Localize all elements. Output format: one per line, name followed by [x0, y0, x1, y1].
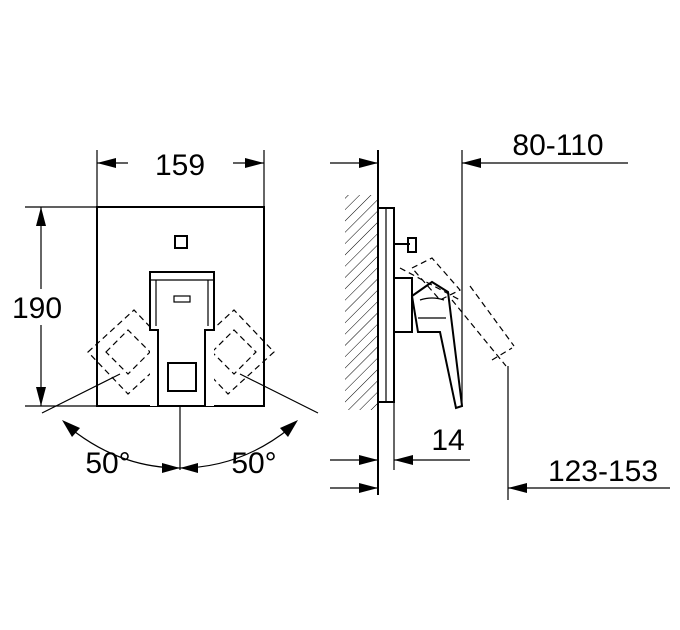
lever-projection-line-2	[469, 285, 515, 347]
projection-label: 80-110	[512, 129, 603, 162]
arrow-icon	[359, 483, 378, 493]
arrow-icon	[36, 207, 46, 226]
arrow-icon	[36, 387, 46, 406]
angle-label-left: 50°	[85, 447, 130, 480]
arrow-icon	[508, 483, 527, 493]
handle-square	[167, 362, 197, 392]
width-label-bg	[128, 146, 233, 180]
angle-extension-left	[41, 373, 121, 414]
side-view: 80-110 14 123-153	[330, 129, 670, 500]
arrow-icon	[462, 158, 481, 168]
plate-depth-label: 14	[431, 424, 464, 457]
arrow-icon	[245, 158, 264, 168]
lever-raised-outline	[411, 257, 461, 301]
width-label: 159	[155, 149, 205, 182]
angle-label-right: 50°	[231, 447, 276, 480]
arrow-icon	[97, 158, 116, 168]
valve-body	[393, 277, 413, 333]
angle-extension-right	[239, 373, 319, 414]
arrow-icon	[62, 420, 80, 437]
height-label-bg	[2, 289, 72, 325]
wall-hatch	[345, 195, 378, 410]
lever-rotation-right	[187, 309, 275, 395]
side-lever	[410, 280, 464, 410]
arrow-icon	[180, 463, 198, 473]
indicator-square	[174, 235, 188, 249]
wall-projection-label: 123-153	[548, 455, 658, 488]
front-view: 159 190	[2, 146, 319, 480]
lever-handle	[149, 271, 215, 407]
lever-projection-line	[451, 299, 507, 367]
arrow-icon	[162, 463, 180, 473]
arrow-icon	[394, 455, 413, 465]
arrow-icon	[359, 158, 378, 168]
height-label: 190	[12, 292, 62, 325]
arrow-icon	[280, 420, 298, 437]
arrow-icon	[359, 455, 378, 465]
screw-icon	[394, 237, 417, 253]
